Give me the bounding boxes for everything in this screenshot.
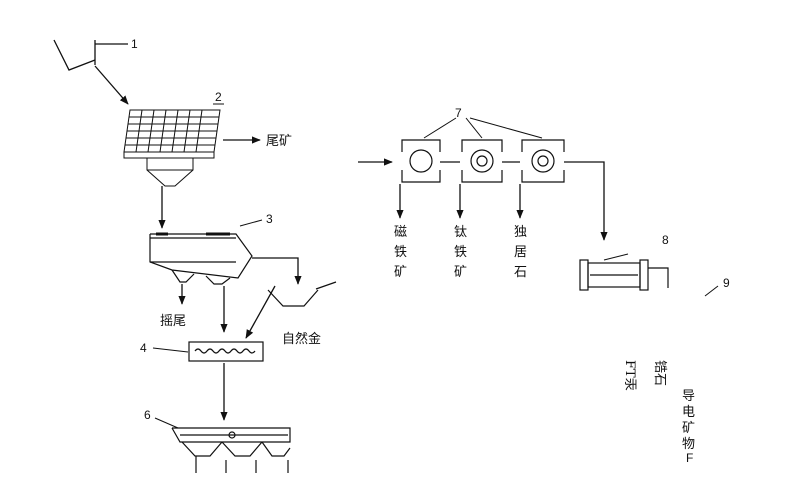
leader-3 (239, 219, 263, 227)
magnetic-separator-2 (461, 139, 503, 183)
conductive-char-5: F (686, 451, 693, 465)
arrow-gold-to-4 (245, 285, 276, 339)
label-monazite: 独 居 石 (514, 225, 527, 280)
electrostatic-separator (579, 259, 669, 291)
separator-unit (171, 427, 291, 473)
leader-4 (152, 347, 189, 353)
label-6: 6 (144, 408, 151, 422)
screen-grid (123, 109, 221, 187)
magnetic-separator-1 (401, 139, 441, 183)
label-2: 2 (215, 90, 222, 104)
ilmenite-char-1: 钛 (454, 225, 467, 240)
shaking-table (188, 341, 264, 362)
conductive-char-4: 物 (682, 437, 695, 452)
label-1: 1 (131, 37, 138, 51)
label-magnetite: 磁 铁 矿 (394, 225, 407, 280)
leader-6 (154, 417, 179, 429)
arrow-to-8 (564, 161, 608, 241)
conductive-char-3: 矿 (682, 421, 695, 436)
monazite-char-3: 石 (514, 265, 527, 280)
magnetite-char-1: 磁 (394, 225, 407, 240)
label-shaking-tailings: 摇尾 (160, 314, 186, 329)
magnetite-char-3: 矿 (394, 265, 407, 280)
monazite-char-2: 居 (514, 245, 527, 260)
ilmenite-char-2: 铁 (454, 245, 467, 260)
label-8: 8 (662, 233, 669, 247)
conductive-char-1: 导 (682, 389, 695, 404)
label-3: 3 (266, 212, 273, 226)
arrow-3-to-pan (252, 257, 302, 285)
label-zircon: 锆石 (652, 360, 667, 386)
magnetic-separator-3 (521, 139, 565, 183)
label-4: 4 (140, 341, 147, 355)
gold-pan (267, 281, 337, 307)
label-native-gold: 自然金 (282, 331, 321, 347)
jig-tank (149, 232, 253, 285)
label-conductive-minerals: 导 电 矿 物 F (682, 389, 695, 465)
ilmenite-char-3: 矿 (454, 265, 467, 280)
leader-9 (704, 285, 719, 297)
leader-8 (603, 253, 629, 261)
label-mercury: FT汞 (622, 360, 637, 391)
magnetite-char-2: 铁 (394, 245, 407, 260)
label-tailings: 尾矿 (266, 134, 292, 149)
label-ilmenite: 钛 铁 矿 (454, 225, 467, 280)
label-7: 7 (455, 106, 462, 120)
conductive-char-2: 电 (682, 405, 695, 420)
arrow-1-to-2 (94, 65, 129, 105)
monazite-char-1: 独 (514, 225, 527, 240)
feed-chute (53, 39, 128, 71)
label-9: 9 (723, 276, 730, 290)
leaders-7 (423, 117, 543, 139)
